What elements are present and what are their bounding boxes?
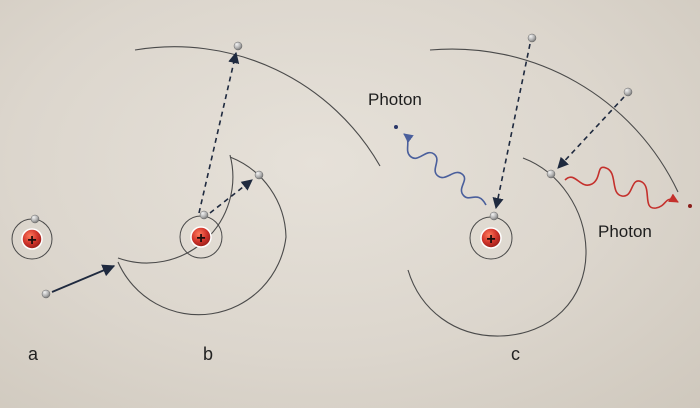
photon-label-left: Photon	[368, 90, 422, 109]
panel-a-nucleus-sign: +	[27, 232, 36, 249]
panel-b-atom	[117, 41, 381, 316]
panel-b-middle-orbit-visible	[117, 156, 287, 316]
panel-a-nucleus	[21, 228, 43, 250]
photon-red-group	[564, 166, 692, 209]
photon-red-wave	[564, 166, 679, 209]
panel-b-nucleus	[190, 226, 212, 248]
incoming-electron-arrow	[51, 264, 116, 293]
panel-a-electron	[30, 214, 40, 224]
panel-b-label: b	[203, 344, 214, 364]
incoming-electron	[41, 289, 51, 299]
photon-label-right: Photon	[598, 222, 652, 241]
panel-c-middle-electron	[546, 169, 556, 179]
photon-blue-wave	[403, 133, 487, 206]
photon-blue-group	[394, 125, 487, 206]
panel-b-outer-orbit	[134, 46, 381, 167]
panel-a-label: a	[28, 344, 39, 364]
panel-a-incoming-electron	[41, 264, 116, 299]
panel-c-inner-electron	[489, 211, 499, 221]
panel-c-outer-orbit	[429, 48, 679, 193]
panel-b-middle-electron	[254, 170, 264, 180]
panel-c-label: c	[511, 344, 520, 364]
panel-c-outer-electron-right	[623, 87, 633, 97]
panel-b-inner-electron	[199, 210, 209, 220]
panel-c-outer-electron-top	[527, 33, 537, 43]
photon-red-dot	[688, 204, 692, 208]
photon-blue-dot	[394, 125, 398, 129]
panel-b-nucleus-sign: +	[196, 230, 205, 247]
panel-c-fall-inner-arrow	[492, 43, 531, 210]
panel-c-atom	[407, 33, 679, 337]
panel-c-fall-middle-arrow	[557, 96, 625, 169]
panel-a-atom	[11, 214, 53, 260]
panel-b-jump-outer-arrow	[198, 51, 240, 214]
panel-c-orbit-mid	[407, 157, 587, 337]
panel-c-nucleus	[480, 227, 502, 249]
panel-b-middle-orbit	[117, 154, 234, 264]
panel-b-outer-electron	[233, 41, 243, 51]
panel-c-nucleus-sign: +	[486, 231, 495, 248]
